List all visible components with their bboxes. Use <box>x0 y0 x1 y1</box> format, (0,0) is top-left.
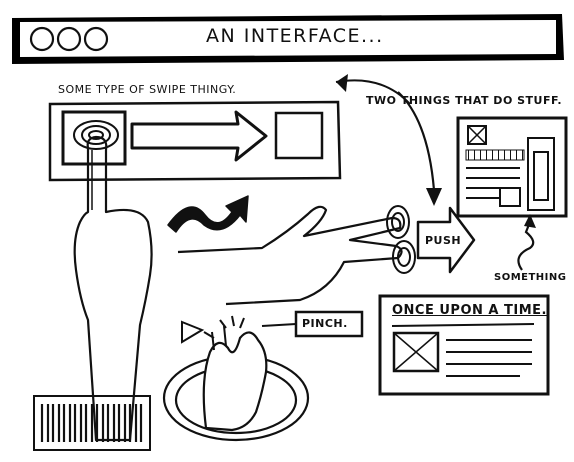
curved-arrow-icon <box>167 195 249 233</box>
story-title: ONCE UPON A TIME. <box>392 303 547 318</box>
swipe-arrow-icon <box>130 110 268 162</box>
pinch-label: PINCH. <box>302 317 348 330</box>
pointing-hand-icon <box>73 135 153 442</box>
webpage-mockup <box>456 116 568 218</box>
image-placeholder-icon <box>392 331 440 373</box>
window-button-icon[interactable] <box>29 26 55 52</box>
push-label: PUSH <box>425 234 462 247</box>
image-placeholder-icon <box>467 125 487 145</box>
pinch-pointer-icon <box>261 323 297 327</box>
title-bar <box>12 14 564 64</box>
tap-gesture-icon <box>73 120 119 150</box>
squiggle-arrow-icon <box>517 221 535 271</box>
pinch-arrow-icon <box>181 320 205 344</box>
window-button-icon[interactable] <box>56 26 82 52</box>
pinch-label-box <box>294 310 364 338</box>
push-arrow[interactable] <box>416 206 476 274</box>
swipe-target-box[interactable] <box>274 111 324 160</box>
story-card <box>378 294 550 396</box>
swipe-caption: SOME TYPE OF SWIPE THINGY. <box>58 83 237 96</box>
window-button-icon[interactable] <box>83 26 109 52</box>
window-title: AN INTERFACE... <box>206 25 384 47</box>
curve-down-arrow-icon <box>397 91 436 191</box>
touch-rings-icon <box>386 205 416 274</box>
pinch-spark-icon <box>219 315 245 329</box>
pinching-hand-icon <box>202 331 268 432</box>
barcode-icon <box>33 395 151 451</box>
swipe-start-box[interactable] <box>61 110 127 166</box>
something-caption: SOMETHING <box>494 272 567 283</box>
two-things-caption: TWO THINGS THAT DO STUFF. <box>366 94 563 107</box>
swipe-panel <box>48 100 342 182</box>
